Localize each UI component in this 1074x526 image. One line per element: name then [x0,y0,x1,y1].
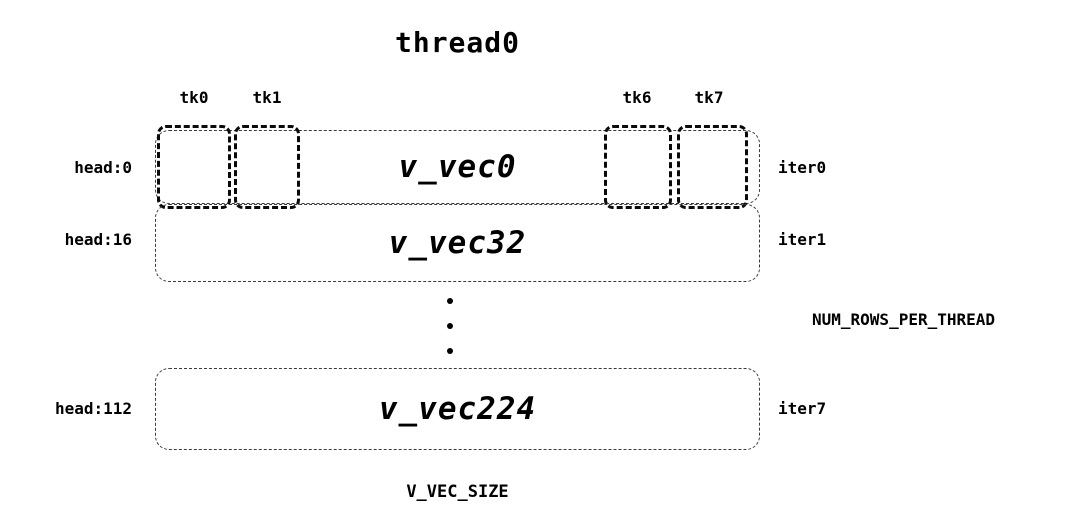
tk-label-0: tk0 [179,88,209,107]
tk0-box [157,125,231,209]
ellipsis-dot [447,348,453,354]
iter-label-iter7: iter7 [778,399,827,418]
tk-label-7: tk7 [694,88,724,107]
iter-label-iter1: iter1 [778,230,827,249]
vvec-row-iter0: v_vec0 [155,130,760,204]
tk1-box [234,125,300,209]
diagram-title: thread0 [394,26,520,59]
ellipsis-dot [447,298,453,304]
vvec-row-iter1: v_vec32 [155,204,760,282]
v-vec-size-label: V_VEC_SIZE [406,482,509,502]
vvec-label-iter0: v_vec0 [398,149,517,185]
tk-label-1: tk1 [252,88,282,107]
head-label-iter0: head:0 [74,158,132,177]
vvec-label-iter7: v_vec224 [378,391,537,427]
iter-label-iter0: iter0 [778,158,827,177]
head-label-iter7: head:112 [54,399,132,418]
head-label-iter1: head:16 [64,230,132,249]
vertical-ellipsis-icon [446,298,454,354]
tk-label-6: tk6 [622,88,652,107]
vvec-row-iter7: v_vec224 [155,368,760,450]
ellipsis-dot [447,323,453,329]
tk6-box [604,125,672,209]
tk7-box [677,125,748,209]
num-rows-per-thread-label: NUM_ROWS_PER_THREAD [812,310,996,329]
vvec-label-iter1: v_vec32 [388,225,527,261]
